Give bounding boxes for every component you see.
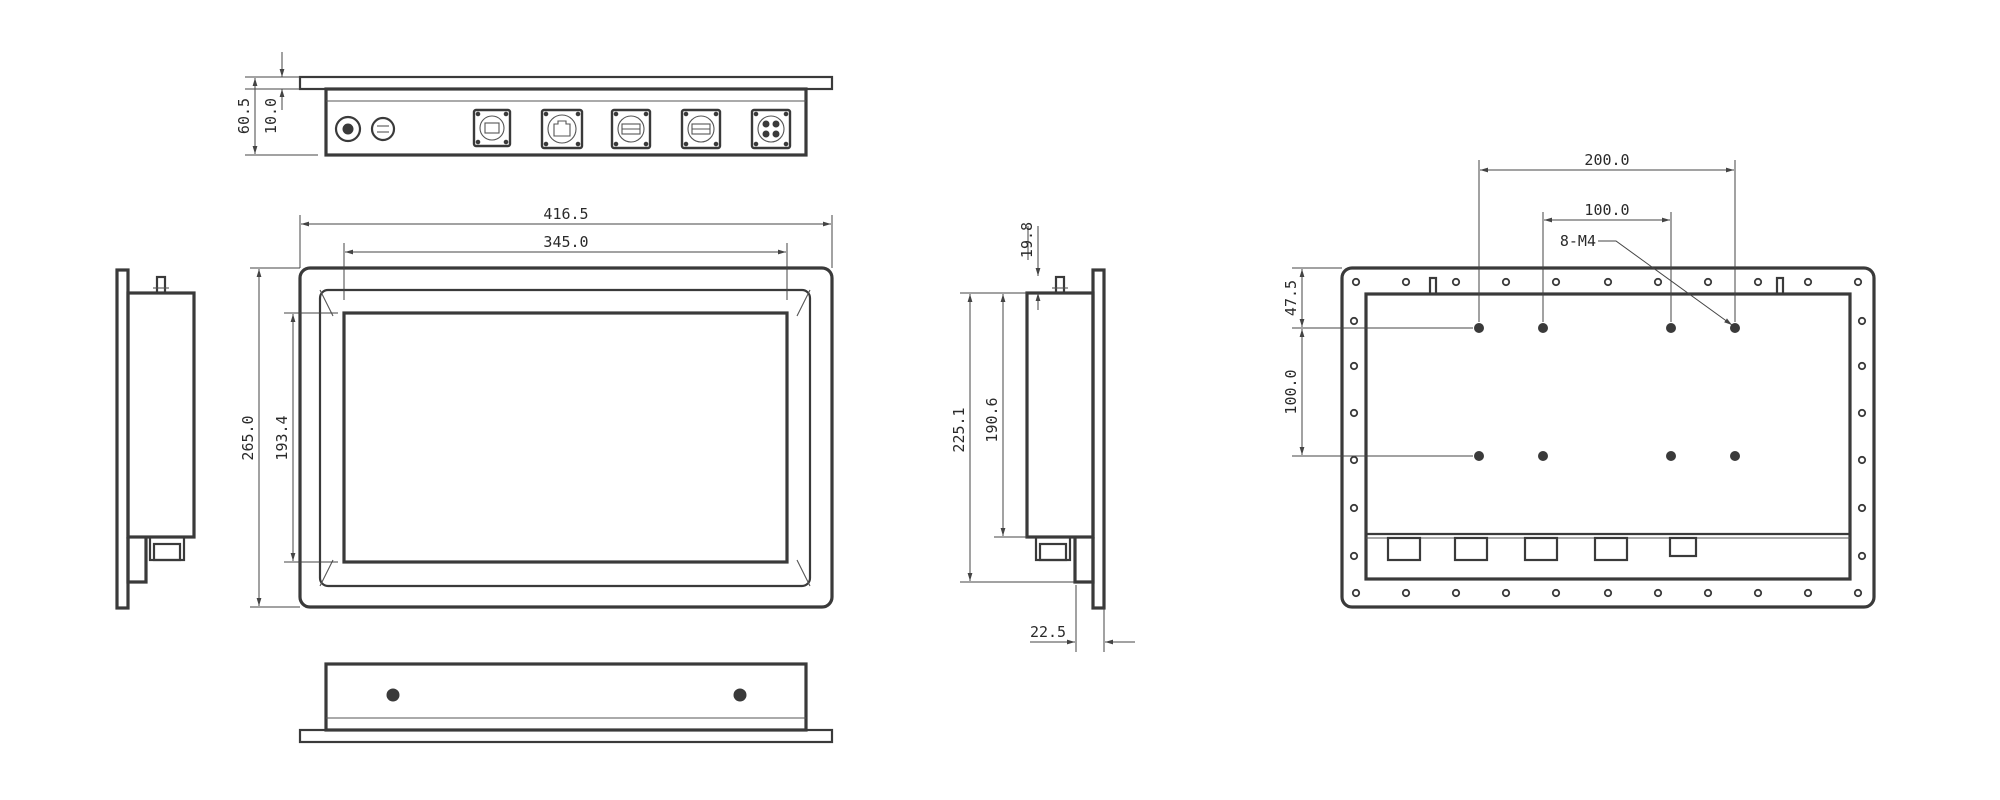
dim-top-height: 60.5 xyxy=(235,98,253,134)
left-side-view xyxy=(115,268,196,610)
rear-view xyxy=(1292,160,1876,609)
dim-side-height: 225.1 xyxy=(950,407,968,452)
bottom-view xyxy=(298,662,834,744)
top-view xyxy=(245,52,834,157)
dim-side-depth: 19.8 xyxy=(1018,222,1036,258)
dim-side-inner-height: 190.6 xyxy=(983,397,1001,442)
dim-vesa-outer: 200.0 xyxy=(1584,151,1629,169)
vesa-holes xyxy=(1474,323,1740,461)
rj45-connector-icon xyxy=(540,108,584,150)
dim-rear-top-offset: 47.5 xyxy=(1282,280,1300,316)
perimeter-holes xyxy=(1349,277,1867,598)
dim-screw-callout: 8-M4 xyxy=(1560,232,1596,250)
dim-vesa-inner: 100.0 xyxy=(1584,201,1629,219)
usb-connector-2-icon xyxy=(680,108,722,150)
dim-top-flange: 10.0 xyxy=(262,98,280,134)
right-side-view xyxy=(960,226,1135,652)
dim-display-width: 345.0 xyxy=(543,233,588,251)
dim-side-bottom: 22.5 xyxy=(1030,623,1066,641)
usb-connector-icon xyxy=(610,108,652,150)
dim-rear-vertical: 100.0 xyxy=(1282,369,1300,414)
dim-overall-height: 265.0 xyxy=(239,415,257,460)
front-view xyxy=(250,215,834,609)
hdmi-connector-icon xyxy=(472,108,512,148)
usb-port-icon xyxy=(370,116,396,142)
dim-display-height: 193.4 xyxy=(273,415,291,460)
power-connector-icon xyxy=(750,108,792,150)
dim-overall-width: 416.5 xyxy=(543,205,588,223)
power-jack-icon xyxy=(334,115,362,143)
